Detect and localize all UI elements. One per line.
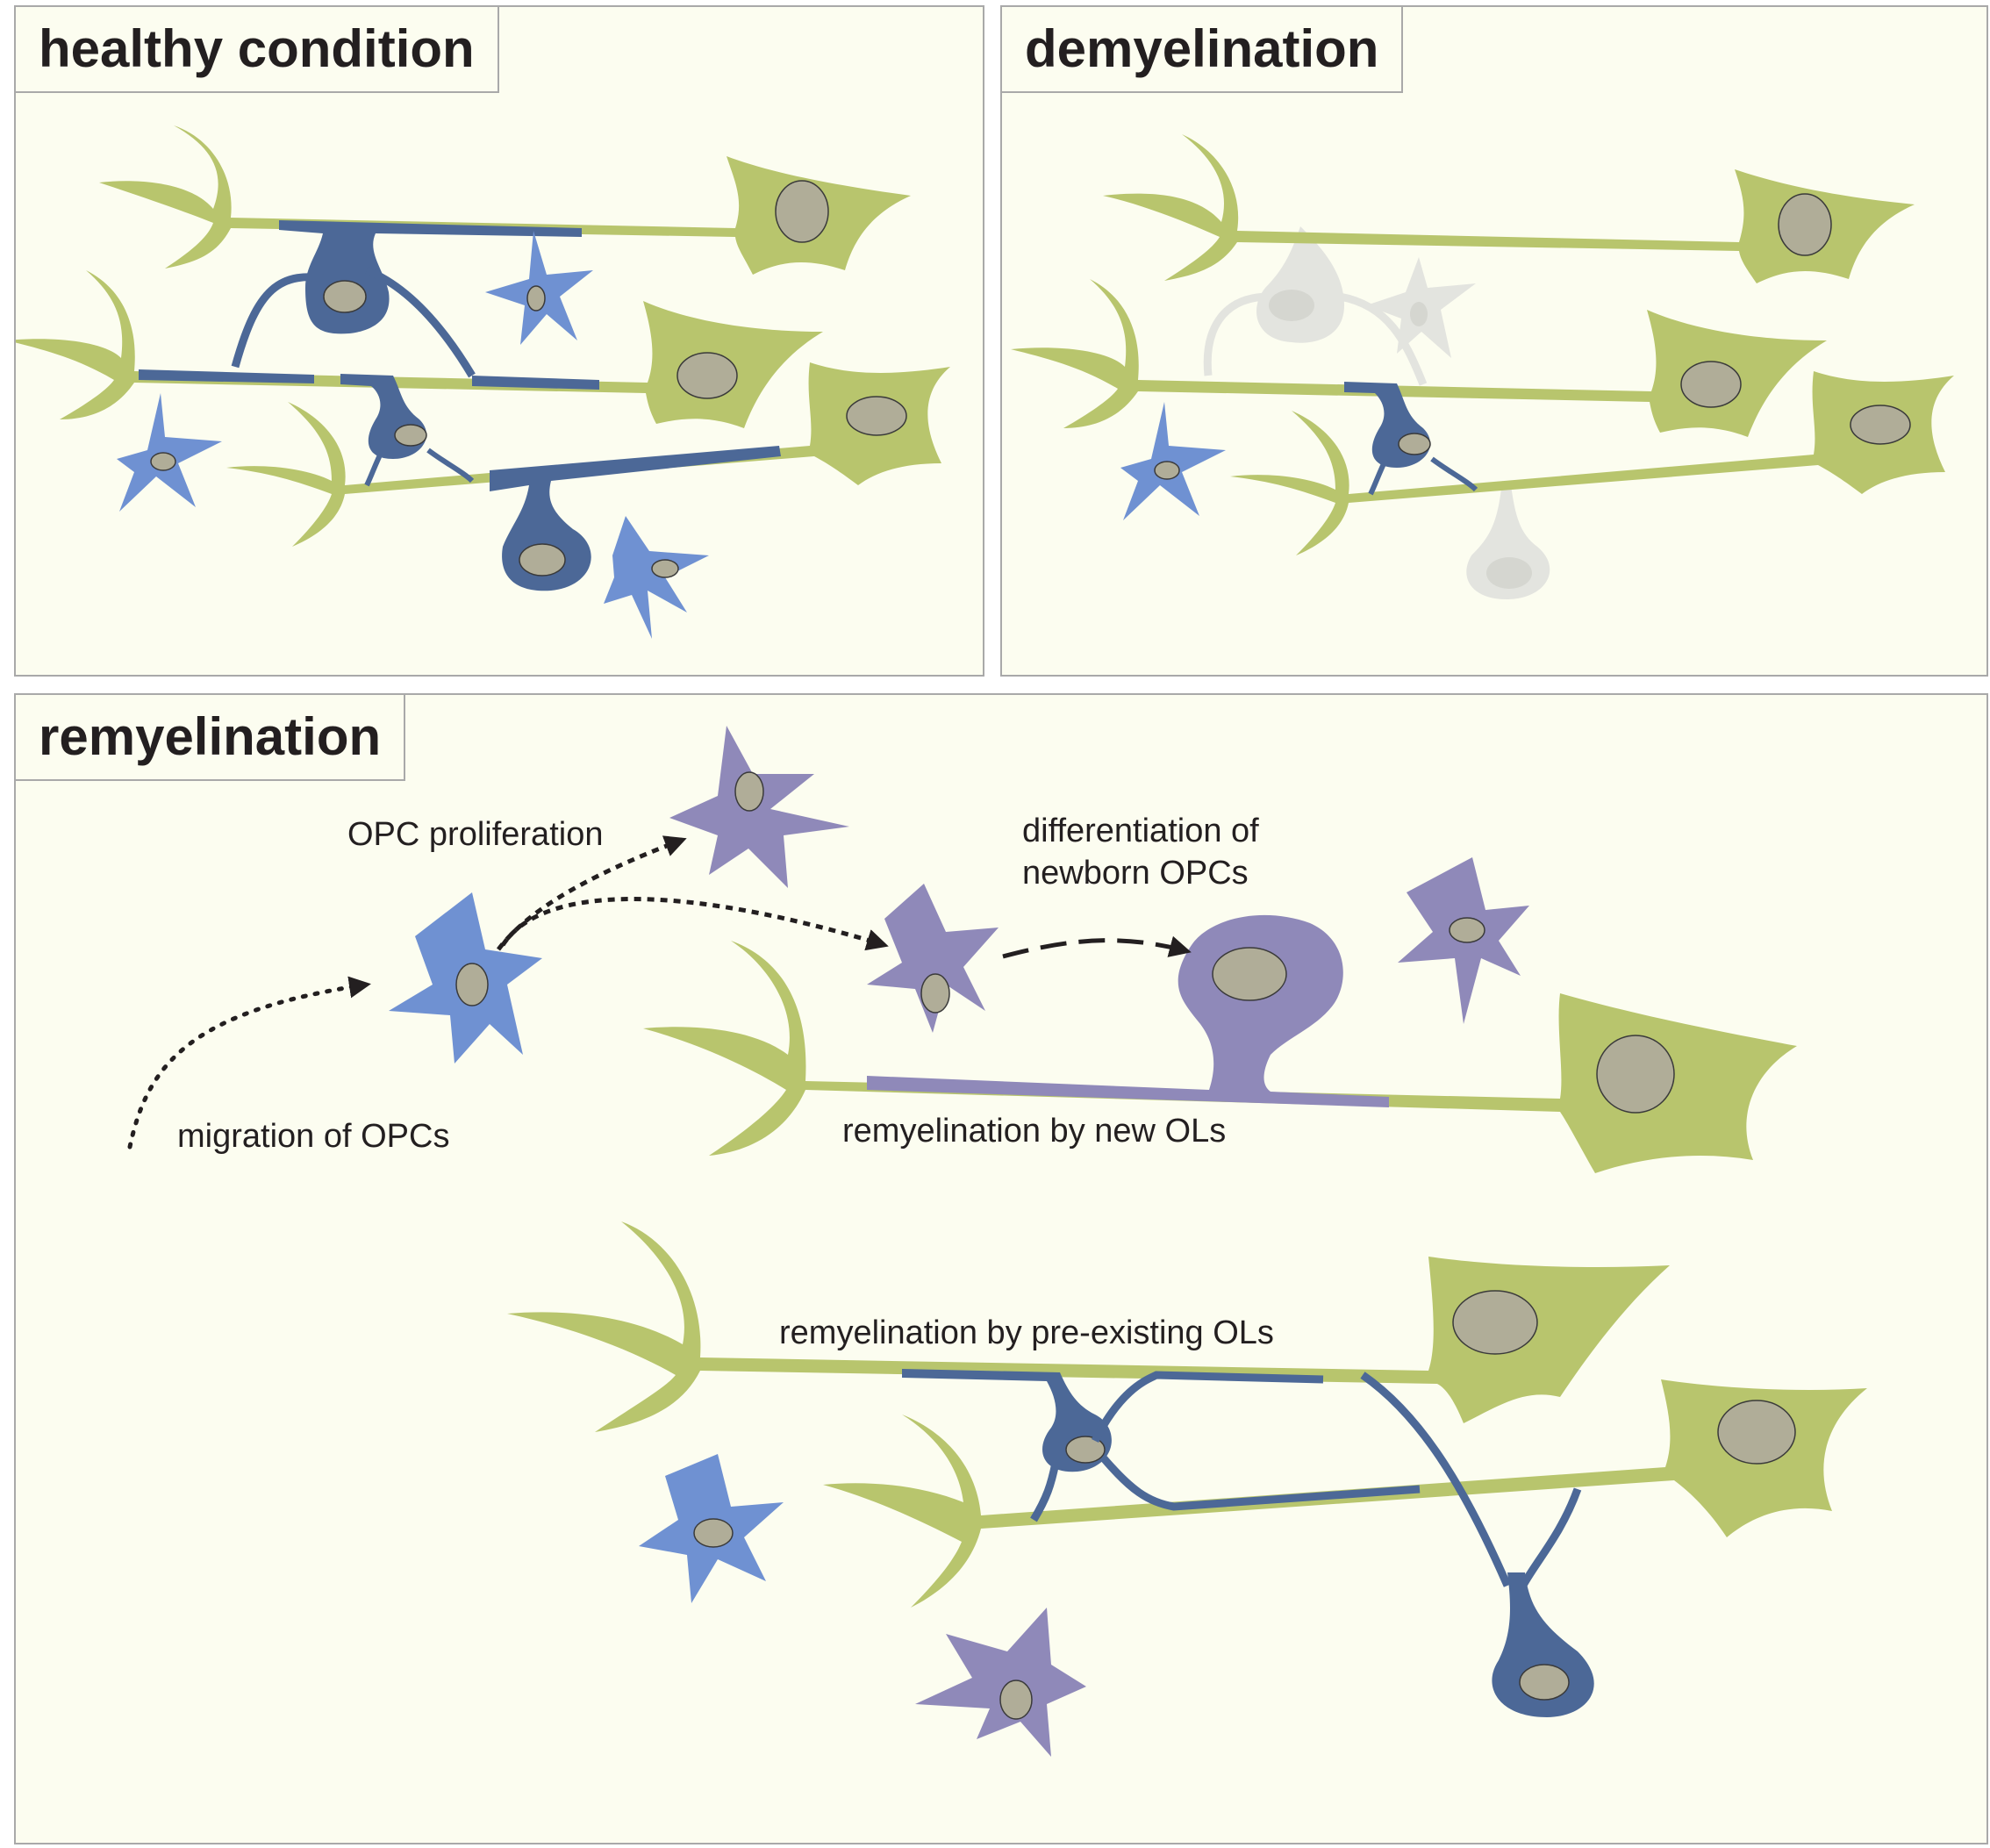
neuron — [1230, 371, 1954, 555]
opc — [1120, 402, 1226, 520]
newborn-opc — [1398, 857, 1529, 1024]
to-differentiation-arrow — [500, 897, 889, 951]
panel-title: remyelination — [16, 695, 406, 781]
opc — [117, 393, 222, 512]
lost-opc — [1366, 257, 1476, 358]
label-pre-existing-ols: remyelination by pre-existing OLs — [779, 1314, 1274, 1351]
neuron — [507, 1221, 1670, 1432]
neuron — [1011, 279, 1827, 437]
migration-arrow — [127, 976, 371, 1150]
label-differentiation-line1: differentiation of — [1022, 813, 1259, 849]
neuron — [99, 125, 911, 275]
opc — [639, 1454, 784, 1603]
lost-oligodendrocyte — [1203, 226, 1428, 386]
label-opc-proliferation: OPC proliferation — [347, 816, 604, 853]
opc — [485, 231, 593, 345]
label-differentiation-line2: newborn OPCs — [1022, 855, 1249, 892]
differentiation-arrow — [1002, 935, 1192, 959]
panel-title: healthy condition — [16, 7, 499, 93]
label-migration: migration of OPCs — [177, 1118, 450, 1155]
panel-title: demyelination — [1002, 7, 1404, 93]
demyelination-panel: demyelination — [1000, 5, 1988, 677]
neuron — [643, 941, 1797, 1173]
neuron — [16, 270, 823, 428]
label-new-ols: remyelination by new OLs — [842, 1113, 1227, 1150]
newborn-oligodendrocyte — [867, 914, 1389, 1107]
neuron — [1103, 134, 1915, 283]
opc — [389, 892, 542, 1064]
oligodendrocyte — [1360, 1372, 1594, 1717]
neuron — [226, 362, 950, 547]
lost-oligodendrocyte — [1466, 481, 1550, 599]
proliferation-arrow — [497, 835, 687, 951]
healthy-illustration — [16, 125, 950, 639]
oligodendrocyte — [340, 374, 475, 487]
oligodendrocyte — [490, 446, 781, 591]
oligodendrocyte — [139, 220, 599, 390]
demyelination-illustration — [1011, 134, 1954, 599]
newborn-opc — [867, 884, 999, 1033]
oligodendrocyte — [1344, 382, 1478, 496]
oligodendrocyte — [902, 1369, 1421, 1522]
healthy-panel: healthy condition — [14, 5, 984, 677]
newborn-opc — [915, 1608, 1086, 1757]
opc — [604, 516, 709, 639]
remyelination-illustration — [127, 726, 1867, 1757]
newborn-opc — [669, 726, 849, 888]
remyelination-panel: remyelination OPC proliferation differen… — [14, 693, 1988, 1844]
